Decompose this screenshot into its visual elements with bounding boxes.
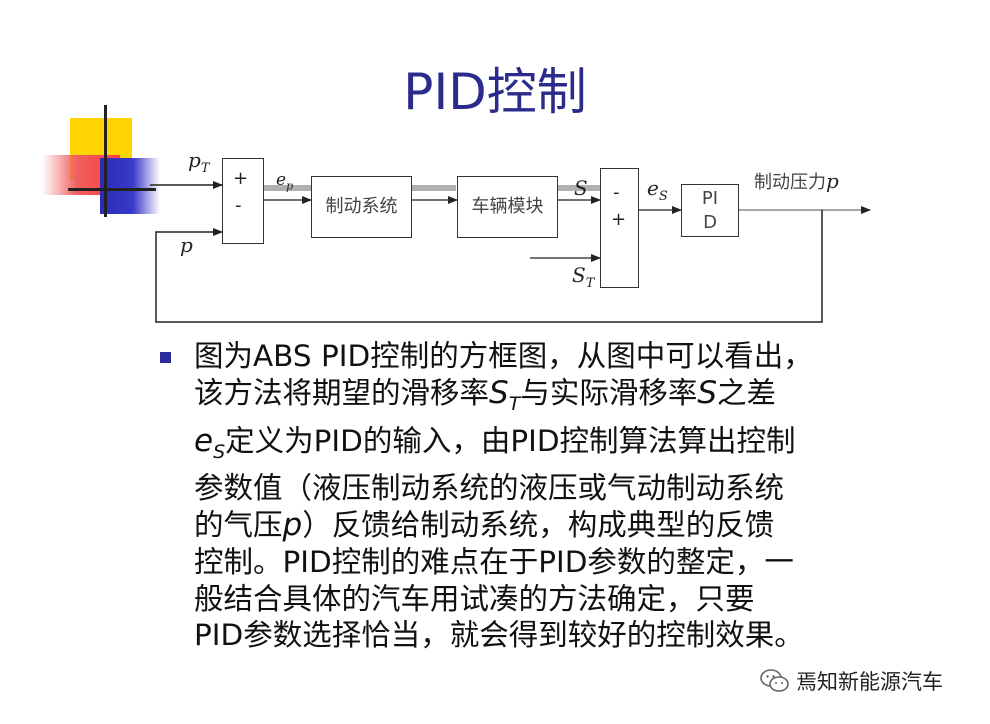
label-output: 制动压力p xyxy=(754,169,839,193)
body-line-6: 控制。PID控制的难点在于PID参数的整定，一 xyxy=(194,544,794,579)
var-S-actual: S xyxy=(697,374,718,411)
decor-blue-square xyxy=(100,158,160,214)
watermark-text: 焉知新能源汽车 xyxy=(796,670,943,694)
sum-junction-1 xyxy=(222,158,264,244)
bullet-marker xyxy=(160,352,171,363)
var-eS: eS xyxy=(194,422,226,463)
var-p: p xyxy=(282,507,303,544)
var-S-expected: ST xyxy=(489,374,521,415)
body-line-2: 该方法将期望的滑移率ST与实际滑移率S之差 xyxy=(194,374,777,415)
pid-label: PID xyxy=(701,187,719,233)
block-diagram xyxy=(150,181,871,323)
label-ep: ep xyxy=(276,170,294,193)
sum2-plus: + xyxy=(611,209,627,230)
slide-title: PID控制 xyxy=(403,63,587,121)
body-line-5: 的气压p）反馈给制动系统，构成典型的反馈 xyxy=(194,507,775,544)
wechat-icon xyxy=(760,669,789,692)
feedback-loop xyxy=(155,210,823,323)
decor-vertical-line xyxy=(104,105,107,217)
vehicle-model-label: 车辆模块 xyxy=(471,196,544,217)
body-line-8: PID参数选择恰当，就会得到较好的控制效果。 xyxy=(194,618,804,653)
vehicle-model-block: 车辆模块 xyxy=(457,176,558,238)
sum2-minus: - xyxy=(613,182,620,203)
body-text: 图为ABS PID控制的方框图，从图中可以看出， 该方法将期望的滑移率ST与实际… xyxy=(194,338,934,654)
label-pT-sub: T xyxy=(200,161,210,176)
label-eS-sub: S xyxy=(658,189,668,204)
label-pT: pT xyxy=(188,148,210,176)
label-output-var: p xyxy=(826,169,839,193)
label-ST-sub: T xyxy=(585,276,595,291)
watermark: 焉知新能源汽车 xyxy=(760,666,943,696)
body-line-4: 参数值（液压制动系统的液压或气动制动系统 xyxy=(194,471,785,506)
label-p-feedback: p xyxy=(180,233,193,257)
pid-block: PID xyxy=(681,184,739,237)
sum1-minus: - xyxy=(235,195,242,216)
body-line-7: 般结合具体的汽车用试凑的方法确定，只要 xyxy=(194,581,755,616)
brake-system-block: 制动系统 xyxy=(311,176,412,238)
body-line-3: eS定义为PID的输入，由PID控制算法算出控制 xyxy=(194,422,796,463)
label-S: S xyxy=(574,176,588,200)
label-ST: ST xyxy=(572,263,595,291)
brake-system-label: 制动系统 xyxy=(325,196,398,217)
label-eS: eS xyxy=(647,176,668,204)
body-line-1: 图为ABS PID控制的方框图，从图中可以看出， xyxy=(194,339,813,373)
label-ep-sub: p xyxy=(286,179,294,193)
sum-junction-2 xyxy=(600,168,639,288)
decor-horizontal-line xyxy=(68,188,156,191)
sum1-plus: + xyxy=(233,168,249,189)
